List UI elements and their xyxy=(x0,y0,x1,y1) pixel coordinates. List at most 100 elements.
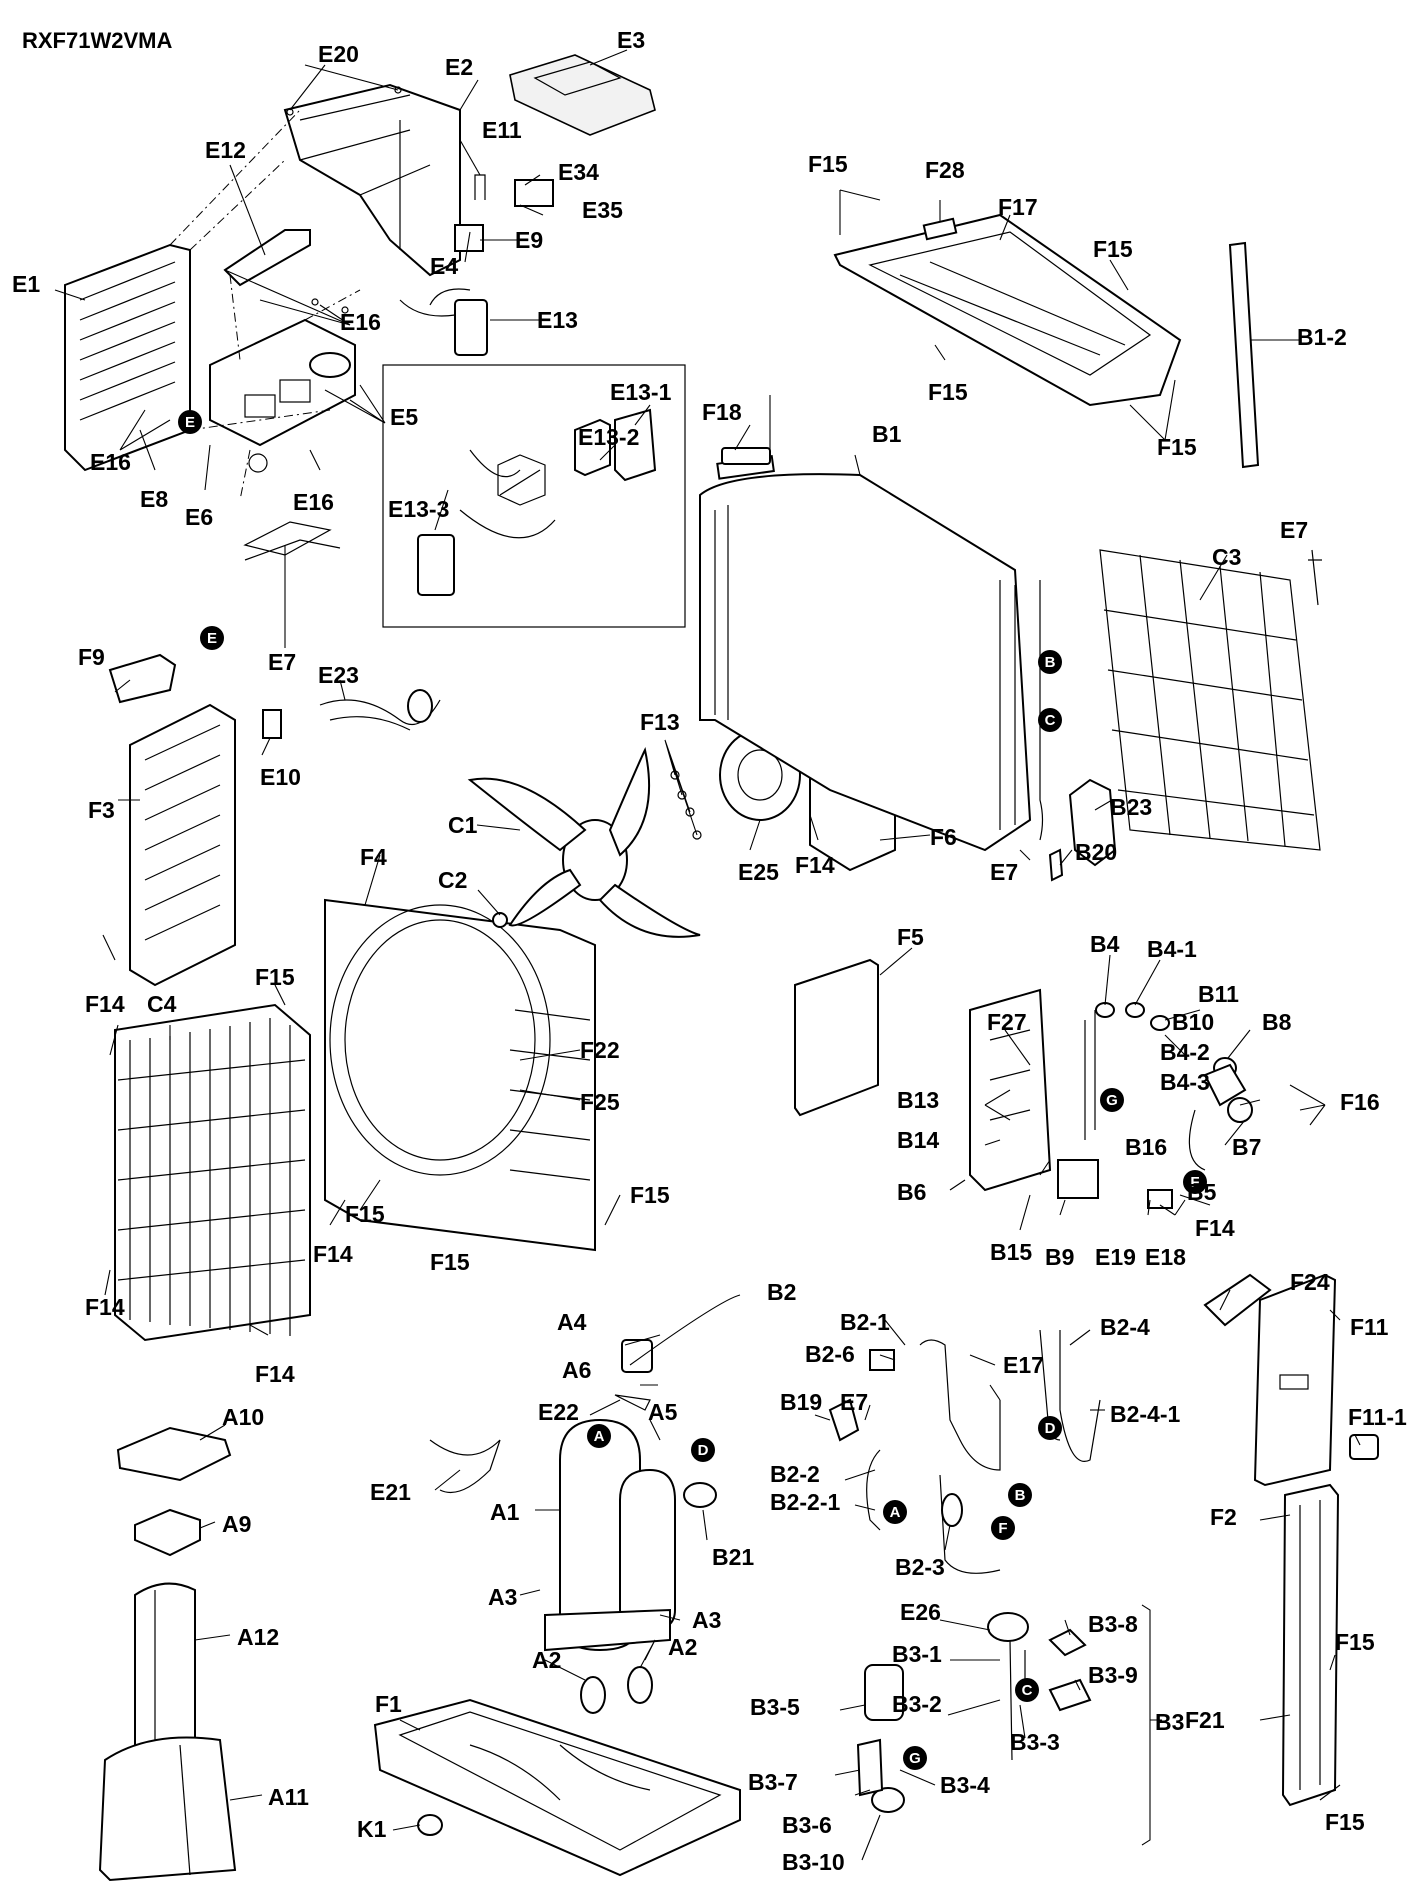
label-e13-3: E13-3 xyxy=(388,496,449,522)
label-c4: C4 xyxy=(147,991,177,1017)
label-e26: E26 xyxy=(900,1599,941,1625)
label-b20: B20 xyxy=(1075,839,1117,865)
marker-c: C xyxy=(1015,1678,1039,1702)
label-f16: F16 xyxy=(1340,1089,1380,1115)
label-e2: E2 xyxy=(445,54,473,80)
label-f5: F5 xyxy=(897,924,924,950)
svg-text:G: G xyxy=(909,1750,921,1767)
label-e20: E20 xyxy=(318,41,359,67)
label-a12: A12 xyxy=(237,1624,279,1650)
label-a3: A3 xyxy=(692,1607,721,1633)
label-f4: F4 xyxy=(360,844,387,870)
b20-clip xyxy=(1048,848,1064,882)
label-e6: E6 xyxy=(185,504,213,530)
a1-compressor xyxy=(544,1339,717,1652)
label-f6: F6 xyxy=(930,824,957,850)
f5-partition xyxy=(794,958,879,1117)
label-b10: B10 xyxy=(1172,1009,1214,1035)
label-f14: F14 xyxy=(795,852,835,878)
label-b2-4-1: B2-4-1 xyxy=(1110,1401,1181,1427)
label-f15: F15 xyxy=(928,379,968,405)
label-f14: F14 xyxy=(313,1241,353,1267)
marker-f: F xyxy=(1183,1170,1207,1194)
label-b2-6: B2-6 xyxy=(805,1341,855,1367)
label-f3: F3 xyxy=(88,797,115,823)
f2-support xyxy=(1281,1483,1340,1807)
label-f15: F15 xyxy=(630,1182,670,1208)
label-c2: C2 xyxy=(438,867,467,893)
label-e21: E21 xyxy=(370,1479,411,1505)
label-e8: E8 xyxy=(140,486,168,512)
e10-part xyxy=(262,709,282,739)
label-f27: F27 xyxy=(987,1009,1027,1035)
label-b8: B8 xyxy=(1262,1009,1292,1035)
label-b3-10: B3-10 xyxy=(782,1849,845,1875)
e7-heater-wire xyxy=(243,521,341,561)
label-b3-7: B3-7 xyxy=(748,1769,798,1795)
c1-propeller-fan xyxy=(467,747,701,938)
a10-sound-cover-top xyxy=(116,1426,232,1482)
label-b2-2-1: B2-2-1 xyxy=(770,1489,841,1515)
f24-bracket xyxy=(1203,1273,1272,1327)
label-b2-3: B2-3 xyxy=(895,1554,945,1580)
f17-top-panel xyxy=(833,213,1182,407)
marker-g: G xyxy=(903,1746,927,1770)
label-e25: E25 xyxy=(738,859,779,885)
label-a11: A11 xyxy=(268,1784,309,1810)
label-k1: K1 xyxy=(357,1816,387,1842)
marker-c: C xyxy=(1038,708,1062,732)
label-f11-1: F11-1 xyxy=(1348,1404,1407,1430)
label-f15: F15 xyxy=(345,1201,385,1227)
label-b3-5: B3-5 xyxy=(750,1694,800,1720)
svg-text:C: C xyxy=(1045,712,1056,729)
label-e3: E3 xyxy=(617,27,645,53)
label-b3-8: B3-8 xyxy=(1088,1611,1138,1637)
marker-d: D xyxy=(1038,1416,1062,1440)
label-b2: B2 xyxy=(767,1279,796,1305)
svg-text:F: F xyxy=(998,1520,1007,1537)
label-a2: A2 xyxy=(532,1647,561,1673)
svg-text:G: G xyxy=(1106,1092,1118,1109)
marker-b: B xyxy=(1038,650,1062,674)
label-e1: E1 xyxy=(12,271,40,297)
marker-a: A xyxy=(587,1424,611,1448)
assembly-dashed-lines xyxy=(169,109,361,501)
label-b16: B16 xyxy=(1125,1134,1167,1160)
label-b23: B23 xyxy=(1110,794,1152,820)
label-b4-2: B4-2 xyxy=(1160,1039,1210,1065)
label-a2: A2 xyxy=(668,1634,697,1660)
label-e10: E10 xyxy=(260,764,301,790)
label-f1: F1 xyxy=(375,1691,402,1717)
svg-text:A: A xyxy=(594,1428,605,1445)
label-e16: E16 xyxy=(293,489,334,515)
label-e23: E23 xyxy=(318,662,359,688)
label-f11: F11 xyxy=(1350,1314,1389,1340)
b23-insulation xyxy=(1068,778,1117,867)
label-e5: E5 xyxy=(390,404,418,430)
marker-f: F xyxy=(991,1516,1015,1540)
label-b19: B19 xyxy=(780,1389,822,1415)
label-f24: F24 xyxy=(1290,1269,1330,1295)
label-f18: F18 xyxy=(702,399,742,425)
c3-rear-grille xyxy=(1099,549,1321,851)
label-b3-6: B3-6 xyxy=(782,1812,832,1838)
label-e7: E7 xyxy=(1280,517,1308,543)
svg-text:D: D xyxy=(1045,1420,1056,1437)
label-e13-1: E13-1 xyxy=(610,379,672,405)
svg-text:E: E xyxy=(207,630,217,647)
b2-piping xyxy=(828,1329,1101,1574)
f18-part xyxy=(721,447,771,465)
marker-e: E xyxy=(200,626,224,650)
label-a6: A6 xyxy=(562,1357,591,1383)
marker-e: E xyxy=(178,410,202,434)
svg-text:F: F xyxy=(1190,1174,1199,1191)
label-e16: E16 xyxy=(340,309,381,335)
label-b13: B13 xyxy=(897,1087,939,1113)
f9-handle xyxy=(108,653,177,704)
svg-text:D: D xyxy=(698,1442,709,1459)
label-e22: E22 xyxy=(538,1399,579,1425)
f11-side-plate xyxy=(1253,1273,1337,1487)
leader-lines xyxy=(54,49,1361,1861)
label-e35: E35 xyxy=(582,197,623,223)
